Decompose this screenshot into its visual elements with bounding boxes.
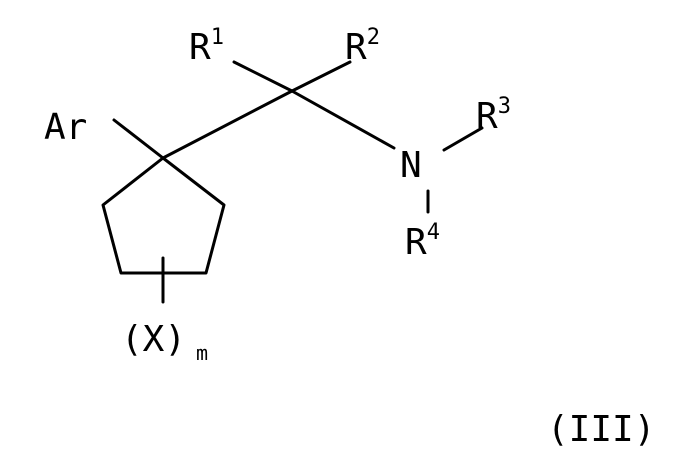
bond-central-n (292, 91, 394, 148)
ar-label: Ar (44, 107, 87, 148)
n-label: N (400, 145, 422, 186)
bonds (103, 62, 482, 302)
r1-label: R1 (189, 25, 224, 68)
cyclopentane-ring (103, 158, 224, 273)
bond-central-r2 (292, 62, 350, 91)
bond-ar-quaternary (114, 120, 163, 158)
r4-label: R4 (405, 220, 440, 263)
bond-quaternary-central (163, 91, 292, 158)
formula-number-label: (III) (547, 409, 655, 450)
r2-label: R2 (345, 25, 380, 68)
x-group-label: (X)m (121, 319, 208, 365)
bond-central-r1 (234, 62, 292, 91)
r3-label: R3 (476, 94, 511, 137)
